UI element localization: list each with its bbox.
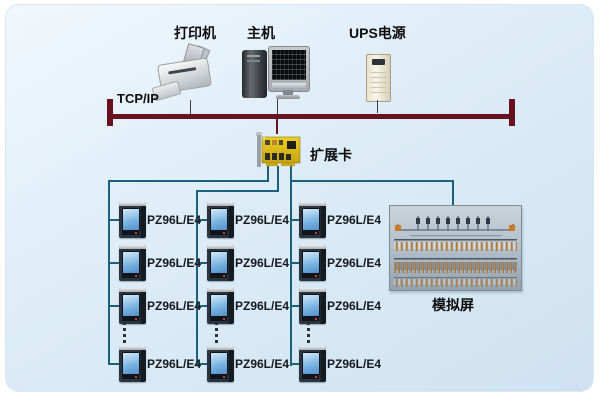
meter-label: PZ96L/E4 <box>147 256 202 270</box>
meter-label: PZ96L/E4 <box>147 357 202 371</box>
card-pin2-line <box>277 166 279 192</box>
meter-stub <box>196 363 207 365</box>
mimic-panel-label: 模拟屏 <box>432 297 474 313</box>
meter-label: PZ96L/E4 <box>327 256 382 270</box>
meter-stub <box>292 219 300 221</box>
column1-trunk-line <box>108 180 110 365</box>
pz96-meter-icon <box>119 202 146 238</box>
ups-icon <box>366 54 391 102</box>
pz96-meter-icon <box>119 245 146 281</box>
meter-stub <box>108 219 119 221</box>
meter-stub <box>196 219 207 221</box>
ups-label: UPS电源 <box>349 25 406 41</box>
meter-label: PZ96L/E4 <box>235 213 290 227</box>
tcpip-bus-label: TCP/IP <box>117 91 159 106</box>
meter-stub <box>292 363 300 365</box>
host-monitor-icon <box>268 46 310 92</box>
pz96-meter-icon <box>207 346 234 382</box>
expansion-card-label: 扩展卡 <box>310 147 352 163</box>
meter-stub <box>292 262 300 264</box>
monitor-screen-icon <box>272 50 306 80</box>
mimic-feed-line <box>292 180 454 182</box>
host-label: 主机 <box>247 25 275 41</box>
expansion-card-icon <box>256 132 301 167</box>
monitor-bezel-icon <box>272 83 306 89</box>
mimic-drop-line <box>452 182 454 206</box>
ups-display-icon <box>372 59 385 65</box>
pz96-meter-icon <box>207 202 234 238</box>
pz96-meter-icon <box>119 346 146 382</box>
pz96-meter-icon <box>299 288 326 324</box>
printer-bus-link <box>190 100 191 114</box>
meter-label: PZ96L/E4 <box>327 213 382 227</box>
monitor-base-icon <box>276 95 300 99</box>
meter-label: PZ96L/E4 <box>235 357 290 371</box>
ups-bus-link <box>377 100 378 113</box>
bus-right-terminator <box>509 99 515 126</box>
ups-vents-icon <box>371 71 386 93</box>
meter-label: PZ96L/E4 <box>147 213 202 227</box>
printer-icon <box>151 43 216 102</box>
meter-stub <box>108 363 119 365</box>
pz96-meter-icon <box>119 288 146 324</box>
host-tower-icon <box>242 50 267 98</box>
meter-stub <box>196 305 207 307</box>
printer-label: 打印机 <box>174 25 216 41</box>
host-card-link <box>276 119 278 134</box>
meter-label: PZ96L/E4 <box>235 256 290 270</box>
meter-stub <box>108 305 119 307</box>
column1-feed-line <box>108 180 269 182</box>
column3-trunk-line <box>290 166 292 366</box>
meter-label: PZ96L/E4 <box>147 299 202 313</box>
meter-stub <box>196 262 207 264</box>
meter-stub <box>108 262 119 264</box>
column2-trunk-line <box>196 190 198 365</box>
column2-feed-line <box>196 190 279 192</box>
pz96-meter-icon <box>299 202 326 238</box>
meter-label: PZ96L/E4 <box>327 299 382 313</box>
meter-stub <box>292 305 300 307</box>
pz96-meter-icon <box>207 288 234 324</box>
ellipsis-dots <box>215 322 218 346</box>
ellipsis-dots <box>123 322 126 346</box>
meter-label: PZ96L/E4 <box>235 299 290 313</box>
bus-left-terminator <box>107 99 113 126</box>
pz96-meter-icon <box>207 245 234 281</box>
pz96-meter-icon <box>299 346 326 382</box>
monitor-stand-icon <box>283 90 293 95</box>
card-pin1-line <box>267 166 269 182</box>
pz96-meter-icon <box>299 245 326 281</box>
ellipsis-dots <box>307 322 310 346</box>
mimic-panel-image <box>389 205 522 291</box>
tcpip-bus-line <box>108 114 513 119</box>
host-bus-link <box>277 99 278 114</box>
meter-label: PZ96L/E4 <box>327 357 382 371</box>
